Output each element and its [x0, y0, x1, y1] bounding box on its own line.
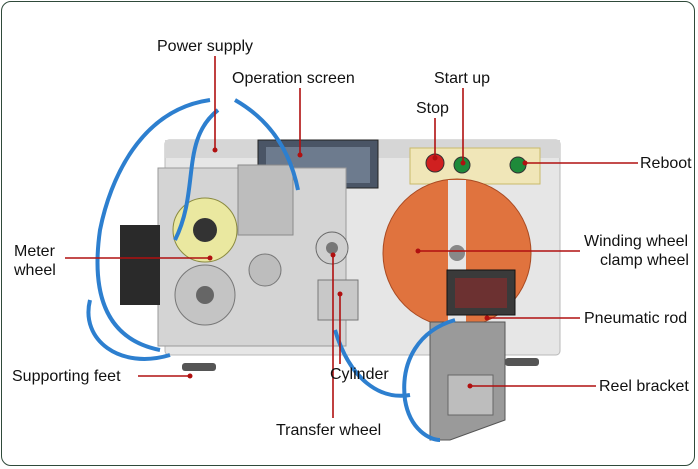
- foot-right: [505, 358, 539, 366]
- label-meter-wheel-line2: wheel: [14, 262, 56, 279]
- label-reboot: Reboot: [640, 155, 692, 172]
- foot-left: [182, 363, 216, 371]
- label-winding-wheel-line1: Winding wheel: [584, 233, 689, 250]
- air-tube-4: [86, 299, 171, 361]
- air-tube-6: [402, 318, 456, 442]
- electronics-box: [120, 225, 160, 305]
- idler-wheel: [248, 253, 282, 287]
- label-operation-screen: Operation screen: [232, 70, 355, 87]
- power-module: [237, 164, 294, 236]
- label-supporting-feet: Supporting feet: [12, 368, 121, 385]
- label-reel-bracket: Reel bracket: [599, 378, 689, 395]
- label-power-supply: Power supply: [157, 38, 254, 55]
- label-cylinder: Cylinder: [330, 366, 389, 383]
- label-start-up: Start up: [434, 70, 491, 87]
- label-stop: Stop: [416, 100, 449, 117]
- air-tube-3: [234, 98, 300, 191]
- pneumatic-rod: [446, 269, 516, 316]
- label-transfer-wheel: Transfer wheel: [276, 422, 382, 439]
- air-tube-left: [95, 98, 211, 352]
- meter-wheel-hub: [193, 218, 217, 242]
- air-tube-2: [173, 108, 220, 241]
- label-pneumatic-rod: Pneumatic rod: [584, 310, 688, 327]
- cylinder-body: [317, 279, 359, 321]
- label-winding-wheel-line2: clamp wheel: [600, 252, 689, 269]
- label-meter-wheel-line1: Meter: [14, 243, 55, 260]
